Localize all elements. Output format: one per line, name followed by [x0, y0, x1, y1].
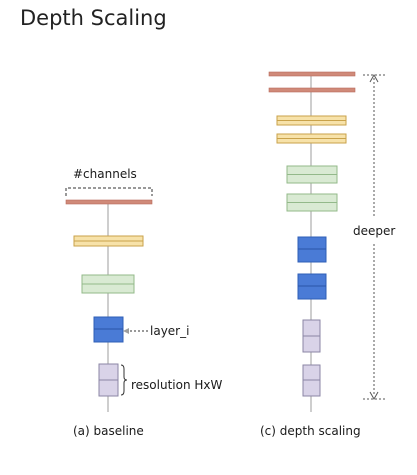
baseline-layer-block — [93, 316, 124, 343]
channels-bracket — [65, 187, 153, 196]
page-title: Depth Scaling — [20, 6, 167, 30]
baseline-network: #channels layer_i resolution HxW (a) bas… — [65, 167, 223, 438]
baseline-caption: (a) baseline — [73, 424, 144, 438]
depth-scaling-network: deeper (c) depth scaling — [260, 71, 395, 438]
layer-label: layer_i — [150, 324, 189, 338]
depth-layer-block-2 — [297, 236, 327, 263]
baseline-green-block — [81, 274, 135, 294]
deeper-dimension — [363, 73, 385, 401]
depth-input-block-2 — [302, 319, 321, 353]
baseline-input-block — [98, 363, 119, 397]
depth-output-layer-2 — [268, 71, 356, 77]
depth-layer-block-1 — [297, 273, 327, 300]
depth-input-block-1 — [302, 364, 321, 397]
depth-output-layer-1 — [268, 87, 356, 93]
depth-green-block-2 — [286, 165, 338, 184]
depth-yellow-block-1 — [276, 133, 347, 144]
baseline-yellow-block — [73, 235, 144, 247]
channels-label: #channels — [73, 167, 137, 181]
resolution-label: resolution HxW — [131, 378, 223, 392]
depth-yellow-block-2 — [276, 115, 347, 126]
depth-caption: (c) depth scaling — [260, 424, 361, 438]
baseline-output-layer — [65, 199, 153, 205]
depth-green-block-1 — [286, 193, 338, 212]
resolution-bracket — [120, 364, 128, 396]
deeper-label: deeper — [353, 224, 395, 238]
